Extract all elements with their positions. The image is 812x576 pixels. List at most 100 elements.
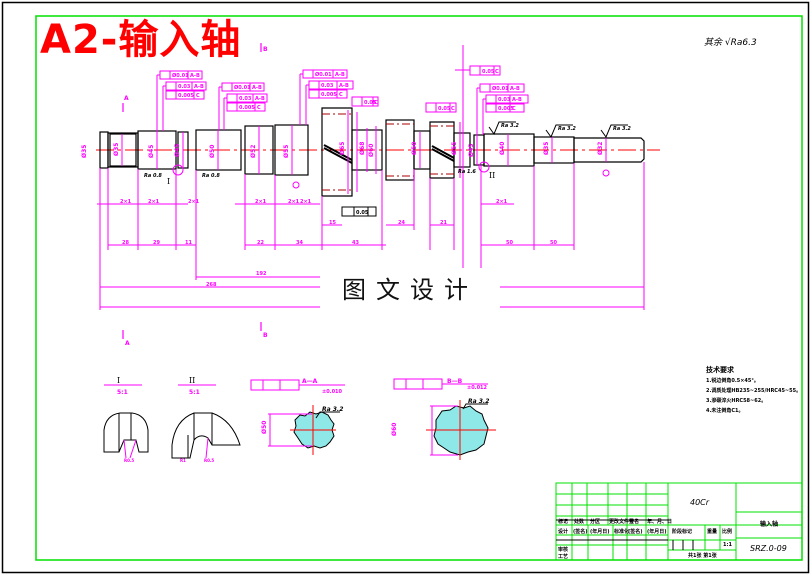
svg-text:C: C [512,106,516,112]
svg-text:0.05: 0.05 [364,100,377,106]
inner-frame [35,15,803,561]
diameter-labels: Ø35 Ø45 Ø45 Ø50 Ø52 Ø55 Ø65 Ø68 Ø60 Ø50 … [113,142,604,158]
svg-text:0.005: 0.005 [321,92,337,98]
sheet-info: 共1张 第1张 [688,553,717,559]
svg-text:50: 50 [506,240,513,246]
svg-text:Ra 0.8: Ra 0.8 [202,173,220,179]
svg-text:Ra 1.6: Ra 1.6 [458,169,476,175]
role-date-1: (年月日) [590,529,610,535]
tech-requirement-item: 1.锐边倒角0.5×45°。 [706,378,759,384]
svg-text:A-B: A-B [190,73,200,79]
extension-lines [99,45,645,310]
svg-text:0.005: 0.005 [178,93,194,99]
part-name: 输入轴 [760,521,779,528]
detail-i-callout: I [167,177,170,186]
svg-text:Ø35: Ø35 [543,142,550,155]
end-diameter-label: Ø35 [81,145,88,158]
svg-text:R0.5: R0.5 [204,458,214,463]
svg-text:5:1: 5:1 [189,389,200,396]
svg-text:2×1: 2×1 [188,199,200,205]
section-b-top: B [263,46,268,53]
drawing-title: A2-输入轴 [40,17,242,63]
tech-requirement-item: 2.调质处理HB235~255/HRC45~55。 [706,388,802,394]
svg-text:C: C [451,106,455,112]
svg-text:I: I [117,376,120,385]
pitch-lines [322,113,454,191]
section-view-b-b: B—B ±0.012 Ø60 Ra 3.2 [391,378,496,460]
svg-text:15: 15 [329,220,336,226]
detail-view-ii: II 5:1 R1 R0.5 [171,376,241,463]
svg-text:0.005: 0.005 [498,106,514,112]
svg-text:A-B: A-B [510,86,520,92]
svg-text:±0.010: ±0.010 [322,389,343,395]
svg-text:Ø45: Ø45 [174,144,181,157]
svg-text:Ø45: Ø45 [148,145,155,158]
svg-text:50: 50 [550,240,557,246]
watermark-text: 图文设计 [320,268,500,312]
svg-text:II: II [189,376,195,385]
detail-view-i: I 5:1 R0.5 [103,376,149,463]
svg-text:Ø0.01: Ø0.01 [492,85,509,92]
material-value: 40Cr [690,498,710,507]
gear-teeth-helix [323,144,455,164]
svg-text:Ø50: Ø50 [411,142,418,155]
svg-text:192: 192 [256,271,267,277]
header-mark: 标记 [558,519,569,525]
detail-ii-callout: II [489,171,495,180]
svg-text:5:1: 5:1 [117,389,128,396]
svg-text:Ø0.01: Ø0.01 [315,71,332,78]
svg-text:21: 21 [440,220,447,226]
svg-text:29: 29 [153,240,160,246]
section-a-top: A [124,95,129,102]
header-change-doc: 更改文件号 [609,519,635,525]
section-b-bottom: B [263,332,268,339]
stage-label: 阶段标记 [672,529,693,535]
svg-text:Ra 3.2: Ra 3.2 [613,126,631,132]
svg-text:Ø35: Ø35 [113,143,120,156]
svg-text:2×1: 2×1 [148,199,160,205]
svg-text:B—B: B—B [447,378,463,385]
svg-text:Ø60: Ø60 [391,423,398,436]
header-signature: 签名 [629,519,640,525]
svg-text:A—A: A—A [302,378,318,385]
svg-text:R0.5: R0.5 [124,458,134,463]
detail-circle-i [172,164,184,176]
svg-text:Ra 3.2: Ra 3.2 [322,406,343,413]
role-date-2: (年月日) [647,529,667,535]
section-a-bottom: A [125,340,130,347]
review-label: 审核 [558,547,569,553]
svg-text:Ø60: Ø60 [368,144,375,157]
tech-requirements-heading: 技术要求 [706,366,734,374]
svg-text:2×1: 2×1 [496,199,508,205]
role-sign-2: (签名) [628,529,643,535]
svg-text:34: 34 [296,240,303,246]
tech-requirement-item: 3.渗碳淬火HRC58~62。 [706,398,767,404]
svg-text:C: C [257,105,261,111]
role-design: 设计 [558,529,569,535]
svg-text:0.03: 0.03 [239,96,252,102]
role-standard: 标准化 [614,529,630,535]
scale-value: 1:1 [723,542,732,548]
svg-text:0.05: 0.05 [438,106,451,112]
svg-text:0.03: 0.03 [498,97,511,103]
title-block-grid [555,482,803,561]
diameter-dimensions [121,110,607,194]
svg-text:Ø40: Ø40 [499,142,506,155]
svg-text:C: C [339,92,343,98]
role-sign-1: (签名) [573,529,588,535]
perp-bottom-value: 0.05 [356,210,369,216]
svg-text:22: 22 [257,240,264,246]
svg-text:A-B: A-B [339,83,349,89]
svg-text:Ra 0.8: Ra 0.8 [144,173,162,179]
datum-c-marker [292,181,300,189]
section-view-a-a: A—A ±0.010 Ø50 Ra 3.2 [250,378,345,455]
svg-text:Ø55: Ø55 [283,145,290,158]
svg-text:0.005: 0.005 [239,105,255,111]
svg-text:A-B: A-B [512,97,522,103]
scale-label: 比例 [722,529,733,535]
svg-text:Ra 3.2: Ra 3.2 [501,123,519,129]
svg-text:A-B: A-B [255,96,265,102]
svg-text:0.03: 0.03 [178,84,191,90]
